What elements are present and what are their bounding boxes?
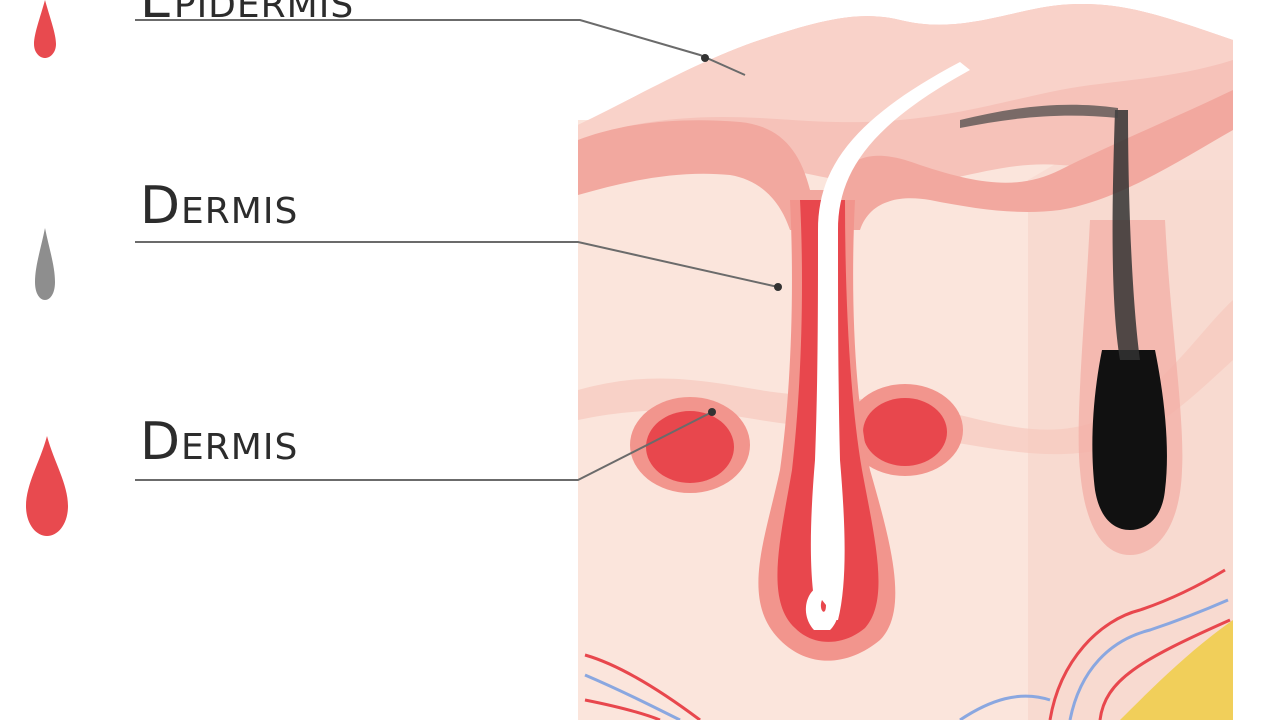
label-dermis-lower: Dermis	[140, 412, 299, 472]
dark-hair-follicle	[960, 104, 1183, 555]
label-epidermis: Epidermis	[140, 0, 355, 30]
leader-dots	[701, 54, 782, 416]
sebaceous-gland-right	[847, 384, 963, 476]
blood-vessels	[584, 568, 1231, 720]
label-dermis-upper: Dermis	[140, 176, 299, 236]
sebaceous-gland-left	[630, 397, 750, 493]
hair-follicle	[758, 62, 970, 661]
leader-lines	[135, 19, 779, 481]
drop-icon-red-lower	[26, 436, 68, 536]
drop-icon-gray	[35, 228, 55, 300]
drop-icon-red	[34, 0, 56, 58]
